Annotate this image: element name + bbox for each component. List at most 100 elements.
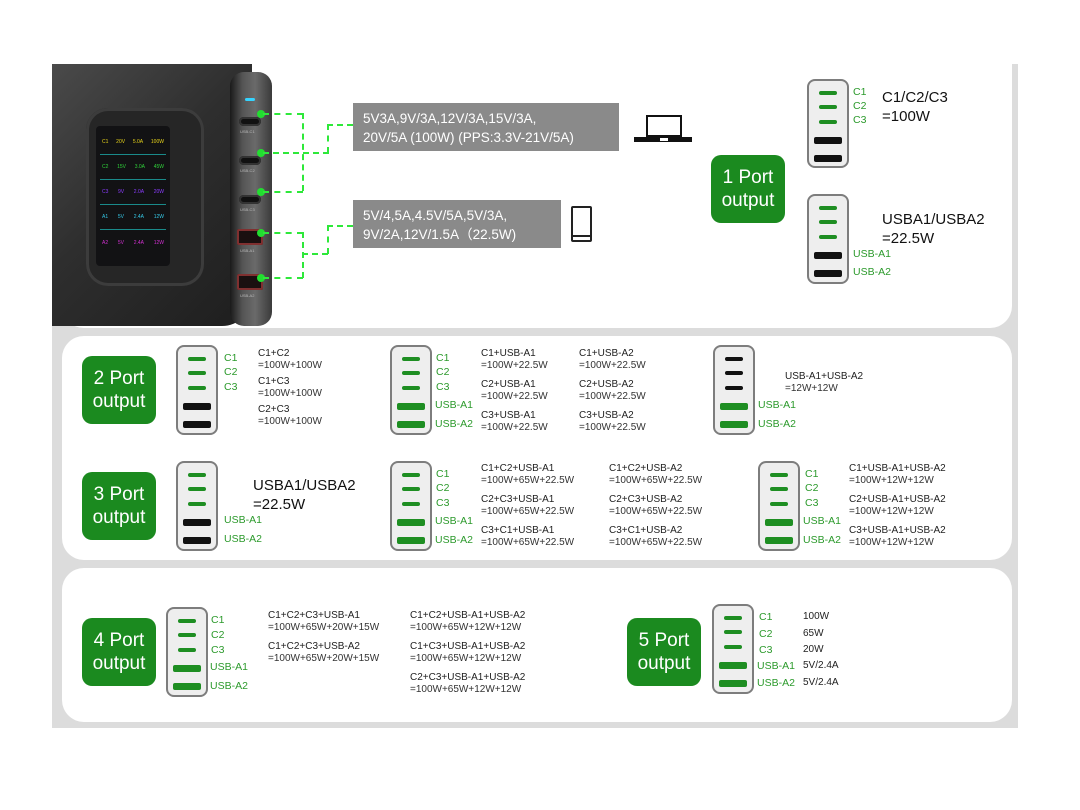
combo-ports: C1+C2+USB-A1+USB-A2 <box>410 610 526 621</box>
port-label-c2: C2 <box>759 628 773 640</box>
usb-a-a1-slot-icon <box>720 403 748 410</box>
combo-ports: C1+C2+USB-A2 <box>609 463 683 474</box>
combo-power: =100W+65W+12W+12W <box>410 652 522 664</box>
usb-a-a2-slot-icon <box>183 537 211 544</box>
combo-power: =100W+100W <box>258 359 322 371</box>
combo-power: =100W+65W+22.5W <box>609 505 703 517</box>
connector-line <box>263 277 303 279</box>
port-label-c2: C2 <box>436 366 450 378</box>
usb-c-c2-slot-icon <box>188 487 206 491</box>
port-label-c1: C1 <box>853 86 867 98</box>
usb-a-a1-slot-icon <box>814 252 842 259</box>
usb-a-a2-slot-icon <box>720 421 748 428</box>
usb-c-c3-slot-icon <box>178 648 196 652</box>
combo-power: =100W+65W+22.5W <box>609 474 703 486</box>
port-label-c2: C2 <box>853 100 867 112</box>
connector-line <box>327 225 329 254</box>
usb-c-c3-slot-icon <box>819 120 837 124</box>
badge-line1: 1 Port <box>722 167 774 188</box>
c1-value: 100W <box>803 611 830 622</box>
display-watt: 45W <box>153 164 164 170</box>
combo-item: C1+C3+USB-A1+USB-A2=100W+65W+12W+12W <box>410 641 525 664</box>
usb-c-c2-slot-icon <box>402 487 420 491</box>
port-label-c3: C3 <box>436 381 450 393</box>
combo-power: =12W+12W <box>785 382 838 394</box>
port-diagram-two-aa <box>713 345 755 435</box>
connector-line <box>327 225 353 227</box>
port-label-c1: C1 <box>211 614 225 626</box>
usb-c-c2-slot-icon <box>770 487 788 491</box>
connector-line <box>302 253 328 255</box>
laptop-icon <box>634 115 692 145</box>
connector-line <box>263 113 303 115</box>
a1-value: 5V/2.4A <box>803 660 839 671</box>
five-port-badge: 5 Port output <box>627 618 701 686</box>
status-led <box>245 98 255 101</box>
usb-c-c2-slot-icon <box>819 220 837 224</box>
combo-power: =100W+22.5W <box>579 421 646 433</box>
combo-item: C3+C1+USB-A1=100W+65W+22.5W <box>481 525 574 548</box>
usb-a-a2-slot-icon <box>173 683 201 690</box>
port-diagram-three-a <box>176 461 218 551</box>
display-amp: 2.0A <box>133 189 145 195</box>
usb-c-c1-slot-icon <box>770 473 788 477</box>
display-amp: 3.0A <box>134 164 146 170</box>
connector-line <box>263 152 329 154</box>
port-label-c2: C2 <box>224 366 238 378</box>
combo-item: C2+USB-A1=100W+22.5W <box>481 379 548 402</box>
display-watt: 12W <box>153 239 164 246</box>
usb-a-a2-slot-icon <box>814 155 842 162</box>
usb-c-c1-slot-icon <box>188 357 206 361</box>
c-label-line1: C1/C2/C3 <box>882 89 948 106</box>
display-volt: 9V <box>118 189 125 195</box>
usb-a2-port <box>237 274 263 290</box>
combo-ports: C1+C3 <box>258 376 290 387</box>
port-label-a2: USB-A2 <box>853 266 891 278</box>
port-label-c1: C1 <box>805 468 819 480</box>
port-diagram-two-ca <box>390 345 432 435</box>
usb-a-a2-slot-icon <box>765 537 793 544</box>
combo-power: =100W+22.5W <box>579 390 646 402</box>
port-label-a2: USB-A2 <box>210 680 248 692</box>
display-volt: 5V <box>117 239 124 246</box>
combo-item: C2+USB-A1+USB-A2=100W+12W+12W <box>849 494 946 517</box>
combo-ports: C1+C2+C3+USB-A1 <box>268 610 360 621</box>
port-label-a1: USB-A1 <box>853 248 891 260</box>
badge-line2: output <box>92 391 146 412</box>
display-amp: 2.4A <box>133 214 144 220</box>
a2-value: 5V/2.4A <box>803 677 839 688</box>
combo-item: C1+C2+C3+USB-A2=100W+65W+20W+15W <box>268 641 379 664</box>
usb-c-c2-slot-icon <box>178 633 196 637</box>
combo-power: =100W+65W+22.5W <box>481 474 575 486</box>
usb-c3-port <box>239 195 261 204</box>
port-label-a2: USB-A2 <box>803 534 841 546</box>
usb-c-c1-slot-icon <box>725 357 743 361</box>
combo-power: =100W+65W+12W+12W <box>410 621 522 633</box>
port-label-a1: USB-A1 <box>758 399 796 411</box>
two-port-badge: 2 Port output <box>82 356 156 424</box>
usb-c2-port <box>239 156 261 165</box>
combo-item: C3+USB-A2=100W+22.5W <box>579 410 646 433</box>
four-five-port-panel <box>62 568 1012 722</box>
combo-power: =100W+65W+20W+15W <box>268 652 380 664</box>
port-label-c3: C3 <box>853 114 867 126</box>
port-label-c1: C1 <box>436 468 450 480</box>
display-amp: 5.0A <box>132 139 144 145</box>
usb-c-c3-slot-icon <box>402 386 420 390</box>
usb-a-a1-slot-icon <box>765 519 793 526</box>
combo-item: C2+C3+USB-A1+USB-A2=100W+65W+12W+12W <box>410 672 525 695</box>
usb-a-a2-slot-icon <box>397 537 425 544</box>
port-label-a1: USB-A1 <box>224 514 262 526</box>
usb-c-c3-slot-icon <box>188 502 206 506</box>
one-port-c-label: C1/C2/C3 =100W <box>882 88 948 126</box>
connector-dot <box>257 274 265 282</box>
usb-c-c1-slot-icon <box>188 473 206 477</box>
display-port: A1 <box>102 214 109 220</box>
combo-ports: USB-A1+USB-A2 <box>785 371 864 382</box>
usb-c1-port <box>239 117 261 126</box>
usb-c-c1-slot-icon <box>178 619 196 623</box>
combo-ports: C3+USB-A2 <box>579 410 634 421</box>
